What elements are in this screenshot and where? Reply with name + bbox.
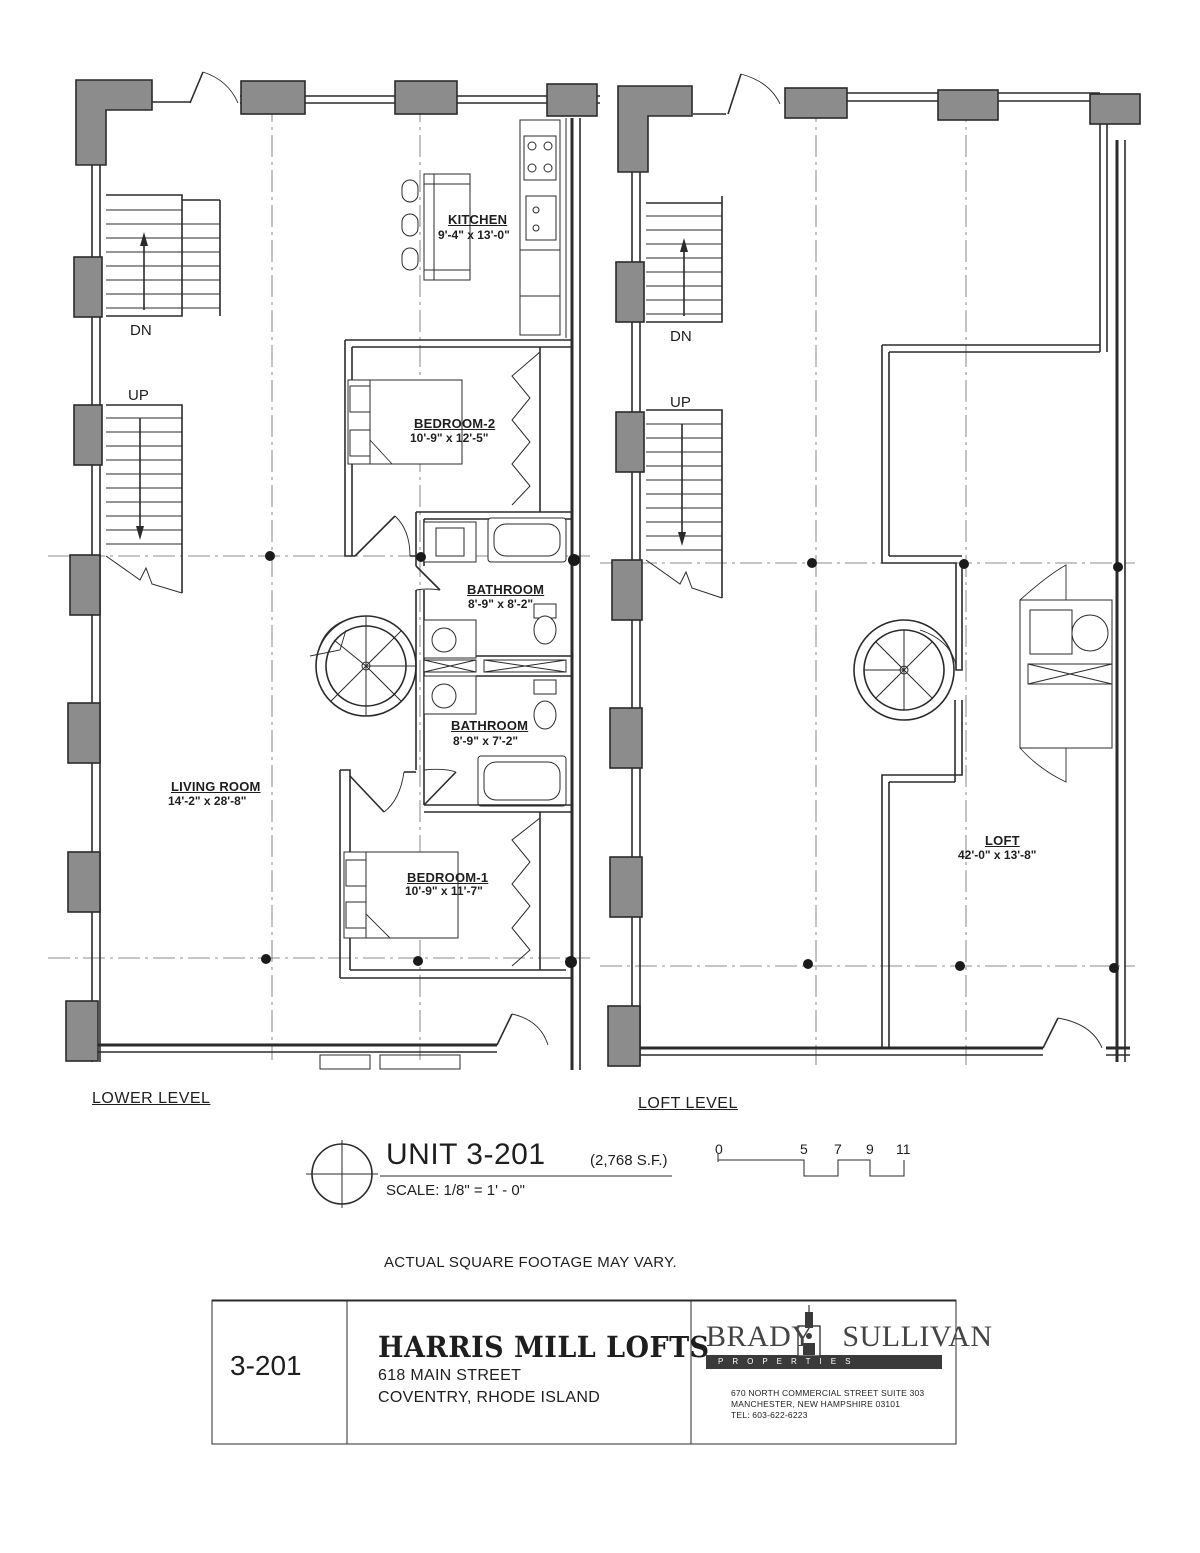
scale-tick-5: 5 bbox=[800, 1141, 808, 1157]
north-arrow bbox=[306, 1140, 378, 1208]
scale-tick-11: 11 bbox=[896, 1141, 911, 1157]
living-room-label: LIVING ROOM bbox=[171, 779, 261, 794]
lower-bottom-door bbox=[319, 1013, 549, 1070]
lower-stair-up bbox=[105, 404, 183, 594]
loft-bottom-door bbox=[1042, 1017, 1103, 1049]
company-logo-text: BRADY SULLIVAN bbox=[706, 1320, 993, 1353]
lower-spiral-stair bbox=[309, 615, 417, 717]
lower-grid-lines bbox=[48, 100, 590, 1060]
kitchen-fixtures bbox=[401, 119, 561, 336]
lower-entry-door bbox=[189, 71, 239, 104]
bedroom-2-label: BEDROOM-2 bbox=[414, 416, 496, 431]
loft-level-label: LOFT LEVEL bbox=[638, 1095, 738, 1112]
bedroom-1-label: BEDROOM-1 bbox=[407, 870, 489, 885]
lower-level-plan bbox=[48, 71, 600, 1070]
brand-logo bbox=[706, 1305, 942, 1369]
graphic-scale-bar bbox=[717, 1154, 905, 1177]
bathroom-upper-dims: 8'-9" x 8'-2" bbox=[468, 597, 534, 611]
unit-square-feet: (2,768 S.F.) bbox=[590, 1152, 668, 1169]
bedroom-1-walls bbox=[339, 769, 572, 979]
loft-columns bbox=[803, 558, 1123, 973]
lower-stair-up-label: UP bbox=[128, 387, 149, 404]
company-phone: TEL: 603-622-6223 bbox=[731, 1410, 808, 1420]
kitchen-label: KITCHEN bbox=[448, 212, 508, 227]
loft-grid-lines bbox=[600, 100, 1135, 1065]
loft-interior-walls bbox=[881, 344, 1100, 1048]
title-block-frame bbox=[211, 1299, 957, 1445]
bedroom-2-walls bbox=[344, 339, 572, 557]
scale-tick-0: 0 bbox=[715, 1141, 723, 1157]
living-room-dims: 14'-2" x 28'-8" bbox=[168, 794, 247, 808]
loft-stair-up bbox=[645, 409, 723, 599]
company-address-line-1: 670 NORTH COMMERCIAL STREET SUITE 303 bbox=[731, 1388, 925, 1398]
loft-entry-door bbox=[727, 73, 781, 115]
loft-closet bbox=[1019, 564, 1113, 783]
loft-exterior-walls bbox=[631, 92, 1130, 1062]
bedroom-2-dims: 10'-9" x 12'-5" bbox=[410, 431, 489, 445]
company-address-line-2: MANCHESTER, NEW HAMPSHIRE 03101 bbox=[731, 1399, 901, 1409]
bathroom-upper-label: BATHROOM bbox=[467, 582, 545, 597]
loft-stair-down-label: DN bbox=[670, 328, 692, 345]
bathroom-lower-dims: 8'-9" x 7'-2" bbox=[453, 734, 519, 748]
project-street: 618 MAIN STREET bbox=[378, 1367, 522, 1384]
lower-stair-down bbox=[106, 194, 221, 317]
loft-spiral-stair bbox=[853, 619, 957, 721]
unit-title: UNIT 3-201 bbox=[386, 1138, 546, 1171]
loft-label: LOFT bbox=[985, 833, 1020, 848]
title-block-unit-number: 3-201 bbox=[230, 1350, 302, 1381]
lower-wall-piers bbox=[65, 79, 598, 1062]
bathroom-walls bbox=[415, 511, 572, 813]
bedroom-1-dims: 10'-9" x 11'-7" bbox=[405, 884, 483, 898]
loft-level-plan bbox=[600, 73, 1141, 1067]
scale-tick-9: 9 bbox=[866, 1141, 874, 1157]
scale-label: SCALE: 1/8" = 1' - 0" bbox=[386, 1182, 525, 1199]
loft-wall-piers bbox=[607, 85, 1141, 1067]
lower-level-label: LOWER LEVEL bbox=[92, 1090, 211, 1107]
scale-tick-7: 7 bbox=[834, 1141, 842, 1157]
loft-dims: 42'-0" x 13'-8" bbox=[958, 848, 1037, 862]
square-footage-disclaimer: ACTUAL SQUARE FOOTAGE MAY VARY. bbox=[384, 1254, 677, 1271]
bathroom-lower-label: BATHROOM bbox=[451, 718, 529, 733]
company-logo-subtitle: PROPERTIES bbox=[718, 1357, 860, 1366]
lower-stair-down-label: DN bbox=[130, 322, 152, 339]
project-name: HARRIS MILL LOFTS bbox=[378, 1330, 710, 1364]
loft-stair-up-label: UP bbox=[670, 394, 691, 411]
loft-stair-down bbox=[646, 196, 723, 323]
lower-columns bbox=[261, 551, 580, 968]
kitchen-dims: 9'-4" x 13'-0" bbox=[438, 228, 510, 242]
project-city: COVENTRY, RHODE ISLAND bbox=[378, 1389, 601, 1406]
